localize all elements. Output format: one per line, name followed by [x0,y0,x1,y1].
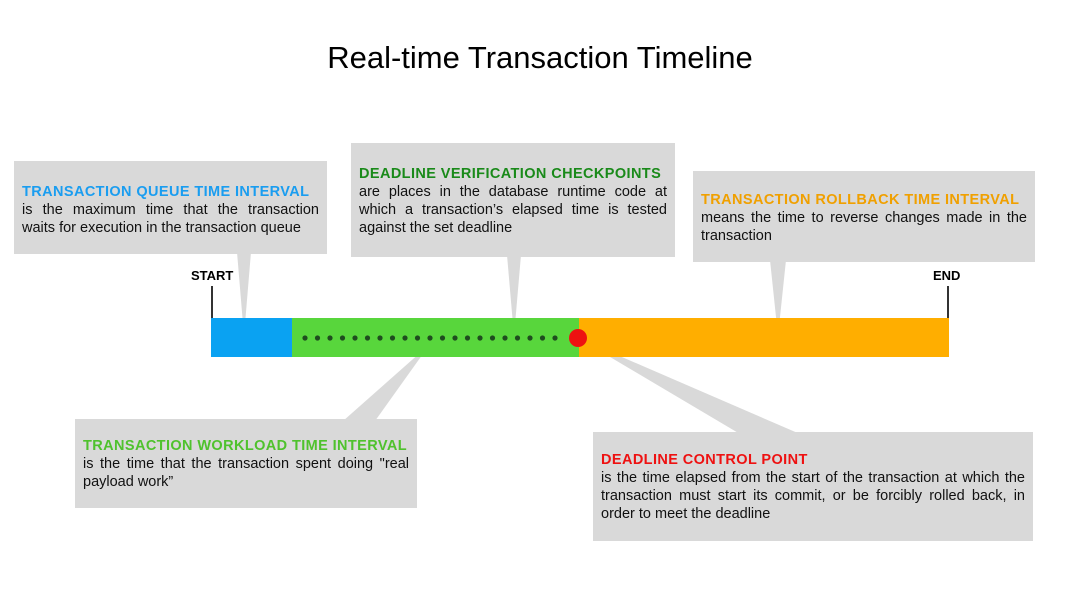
checkpoint-dot [527,335,533,341]
end-label: END [933,268,961,283]
checkpoint-dot [352,335,358,341]
callout-heading: TRANSACTION QUEUE TIME INTERVAL [22,184,310,200]
checkpoint-dot [302,335,308,341]
checkpoint-dot [427,335,433,341]
callout-body: is the maximum time that the transaction… [22,202,319,236]
deadline-control-point-callout: DEADLINE CONTROL POINT is the time elaps… [593,432,1033,541]
callout-body: is the time that the transaction spent d… [83,456,409,490]
checkpoint-dot [377,335,383,341]
checkpoints-callout-pointer [507,255,521,336]
rollback-interval-callout: TRANSACTION ROLLBACK TIME INTERVAL means… [693,171,1035,262]
rollback-callout-pointer [770,260,786,336]
checkpoint-dot [389,335,396,341]
callout-heading: DEADLINE VERIFICATION CHECKPOINTS [359,166,662,182]
checkpoint-dot [327,335,333,341]
checkpoint-dot [539,335,546,341]
queue-segment [211,318,292,357]
checkpoint-dot [414,335,421,341]
checkpoint-dot [464,335,471,341]
control-callout-pointer [578,338,800,434]
workload-callout-pointer [343,344,430,421]
callout-body: is the time elapsed from the start of th… [601,470,1025,522]
checkpoint-dot [364,335,371,341]
page-title: Real-time Transaction Timeline [327,40,753,75]
checkpoint-dot [452,335,458,341]
checkpoint-dot [314,335,321,341]
queue-interval-callout: TRANSACTION QUEUE TIME INTERVAL is the m… [14,161,327,254]
checkpoint-dot [489,335,496,341]
callout-heading: TRANSACTION ROLLBACK TIME INTERVAL [701,192,1020,208]
workload-segment [292,318,579,357]
checkpoint-dot [552,335,558,341]
callout-body: means the time to reverse changes made i… [701,210,1027,244]
callout-heading: DEADLINE CONTROL POINT [601,452,808,468]
deadline-control-point [569,329,587,347]
rollback-segment [579,318,949,357]
checkpoint-dot [439,335,446,341]
checkpoint-dot [339,335,346,341]
start-label: START [191,268,234,283]
callout-body: are places in the database runtime code … [359,184,667,236]
checkpoint-dots [302,335,558,341]
checkpoint-dot [477,335,483,341]
workload-interval-callout: TRANSACTION WORKLOAD TIME INTERVAL is th… [75,419,417,508]
verification-checkpoints-callout: DEADLINE VERIFICATION CHECKPOINTS are pl… [351,143,675,257]
checkpoint-dot [514,335,521,341]
queue-callout-pointer [237,252,251,336]
callout-heading: TRANSACTION WORKLOAD TIME INTERVAL [83,438,407,454]
checkpoint-dot [402,335,408,341]
checkpoint-dot [502,335,508,341]
